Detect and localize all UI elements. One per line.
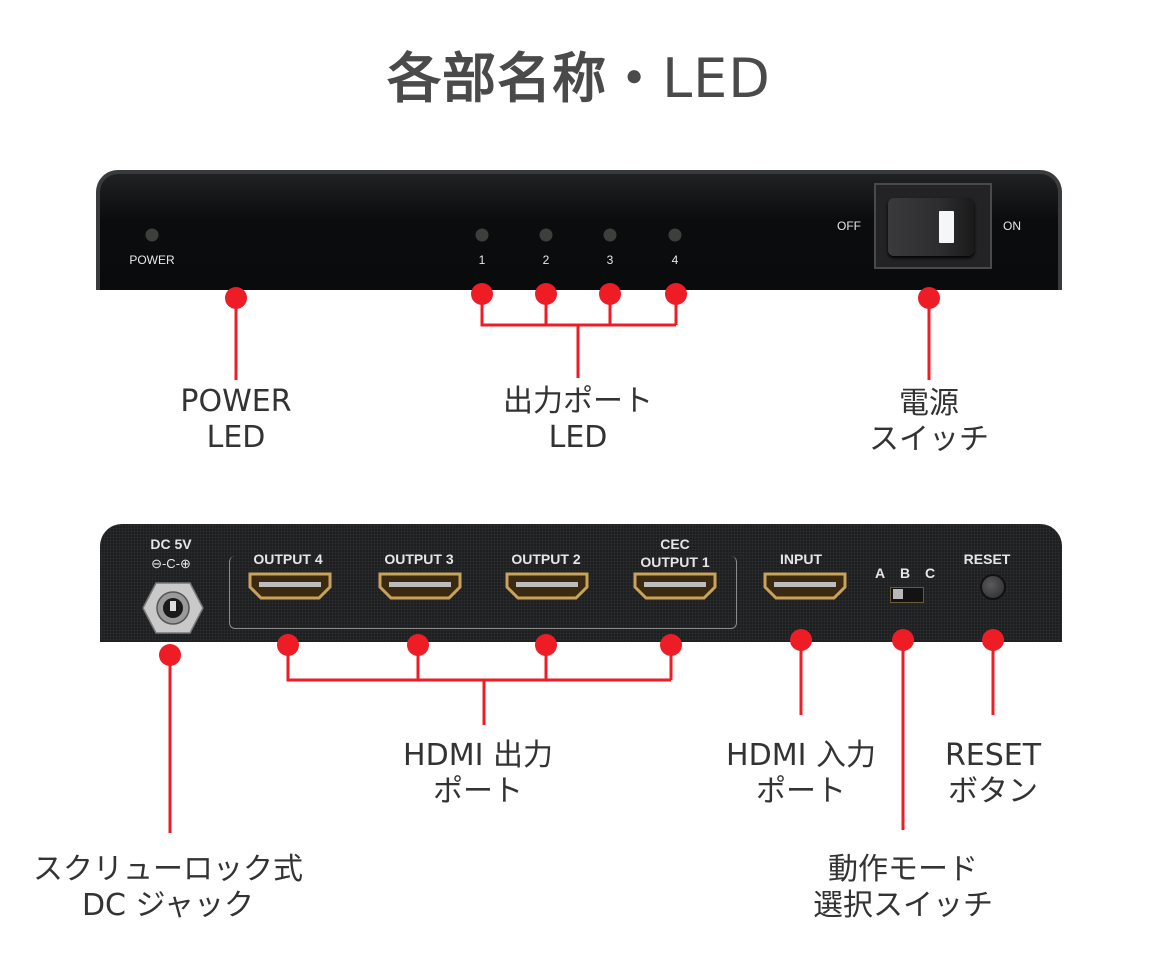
- hdmi-output-3-port[interactable]: [377, 571, 463, 601]
- callout-hdmi-output-line1: HDMI 出力: [403, 738, 553, 773]
- dot-reset: [982, 629, 1004, 651]
- callout-dc-jack: スクリューロック式 DC ジャック: [33, 852, 303, 924]
- callout-hdmi-input: HDMI 入力 ポート: [726, 738, 876, 810]
- output-1-label: OUTPUT 1: [640, 554, 710, 570]
- dot-port-led-2: [535, 283, 557, 305]
- power-led: [145, 228, 159, 242]
- callout-hdmi-input-line2: ポート: [756, 774, 846, 809]
- line-output-leds: [480, 294, 678, 378]
- port-led-3: [603, 228, 617, 242]
- dot-output-2: [535, 634, 557, 656]
- callout-power-switch-line1: 電源: [899, 386, 959, 421]
- hdmi-input-port[interactable]: [762, 571, 848, 601]
- dot-output-1: [660, 634, 682, 656]
- dc-polarity-icon: ⊖-C-⊕: [151, 556, 191, 571]
- title-led: LED: [662, 47, 771, 110]
- dot-power-switch: [918, 287, 940, 309]
- switch-off-label: OFF: [837, 219, 861, 233]
- callout-hdmi-input-line1: HDMI 入力: [726, 738, 876, 773]
- output-2-label: OUTPUT 2: [511, 551, 581, 567]
- callout-power-led-line1: POWER: [180, 384, 292, 419]
- callout-power-led: POWER LED: [180, 384, 291, 456]
- reset-label: RESET: [963, 551, 1011, 567]
- callout-hdmi-output-line2: ポート: [433, 774, 523, 809]
- output-group-frame: [229, 556, 737, 629]
- port-led-4: [668, 228, 682, 242]
- dot-port-led-1: [471, 283, 493, 305]
- callout-reset-button: RESET ボタン: [945, 738, 1041, 810]
- dc-jack-icon: [142, 582, 204, 634]
- callout-mode-switch: 動作モード 選択スイッチ: [813, 852, 993, 924]
- reset-button[interactable]: [980, 574, 1006, 600]
- callout-dc-jack-line1: スクリューロック式: [33, 852, 303, 887]
- mode-switch-knob[interactable]: [893, 589, 903, 599]
- power-led-label: POWER: [129, 253, 175, 267]
- hdmi-output-4-port[interactable]: [247, 571, 333, 601]
- callout-hdmi-output: HDMI 出力 ポート: [403, 738, 553, 810]
- callout-output-port-led-line1: 出力ポート: [503, 384, 653, 419]
- title-main: 各部名称: [387, 47, 608, 110]
- callout-output-port-led: 出力ポート LED: [503, 384, 653, 456]
- port-led-1: [475, 228, 489, 242]
- output-4-label: OUTPUT 4: [253, 551, 323, 567]
- dot-mode-switch: [892, 629, 914, 651]
- callout-dc-jack-line2: DC ジャック: [81, 888, 255, 923]
- callout-reset-button-line2: ボタン: [948, 774, 1038, 809]
- power-switch-indicator: [939, 211, 954, 243]
- port-led-label-4: 4: [671, 253, 679, 267]
- mode-label-a: A: [874, 565, 886, 581]
- dc-voltage-label: DC 5V: [150, 536, 192, 552]
- dot-power-led: [225, 287, 247, 309]
- callout-power-led-line2: LED: [206, 420, 266, 455]
- dot-hdmi-input: [790, 629, 812, 651]
- mode-label-b: B: [899, 565, 911, 581]
- dot-output-4: [277, 634, 299, 656]
- port-led-label-1: 1: [478, 253, 486, 267]
- page-title: 各部名称・LED: [0, 34, 1158, 113]
- callout-reset-button-line1: RESET: [944, 738, 1042, 773]
- dot-port-led-3: [599, 283, 621, 305]
- cec-label: CEC: [660, 536, 690, 552]
- port-led-2: [539, 228, 553, 242]
- port-led-label-2: 2: [542, 253, 550, 267]
- port-led-label-3: 3: [606, 253, 614, 267]
- power-switch[interactable]: [888, 198, 974, 256]
- callout-power-switch-line2: スイッチ: [869, 422, 989, 457]
- callout-mode-switch-line2: 選択スイッチ: [813, 888, 993, 923]
- title-separator: ・: [607, 47, 663, 110]
- dot-output-3: [407, 634, 429, 656]
- hdmi-output-2-port[interactable]: [504, 571, 590, 601]
- mode-label-c: C: [924, 565, 936, 581]
- callout-output-port-led-line2: LED: [548, 420, 608, 455]
- switch-on-label: ON: [1003, 219, 1021, 233]
- output-3-label: OUTPUT 3: [384, 551, 454, 567]
- line-hdmi-output: [286, 645, 673, 725]
- dot-port-led-4: [665, 283, 687, 305]
- callout-mode-switch-line1: 動作モード: [828, 852, 978, 887]
- callout-power-switch: 電源 スイッチ: [869, 386, 989, 458]
- dot-dc-jack: [159, 644, 181, 666]
- input-label: INPUT: [780, 551, 822, 567]
- hdmi-output-1-port[interactable]: [632, 571, 718, 601]
